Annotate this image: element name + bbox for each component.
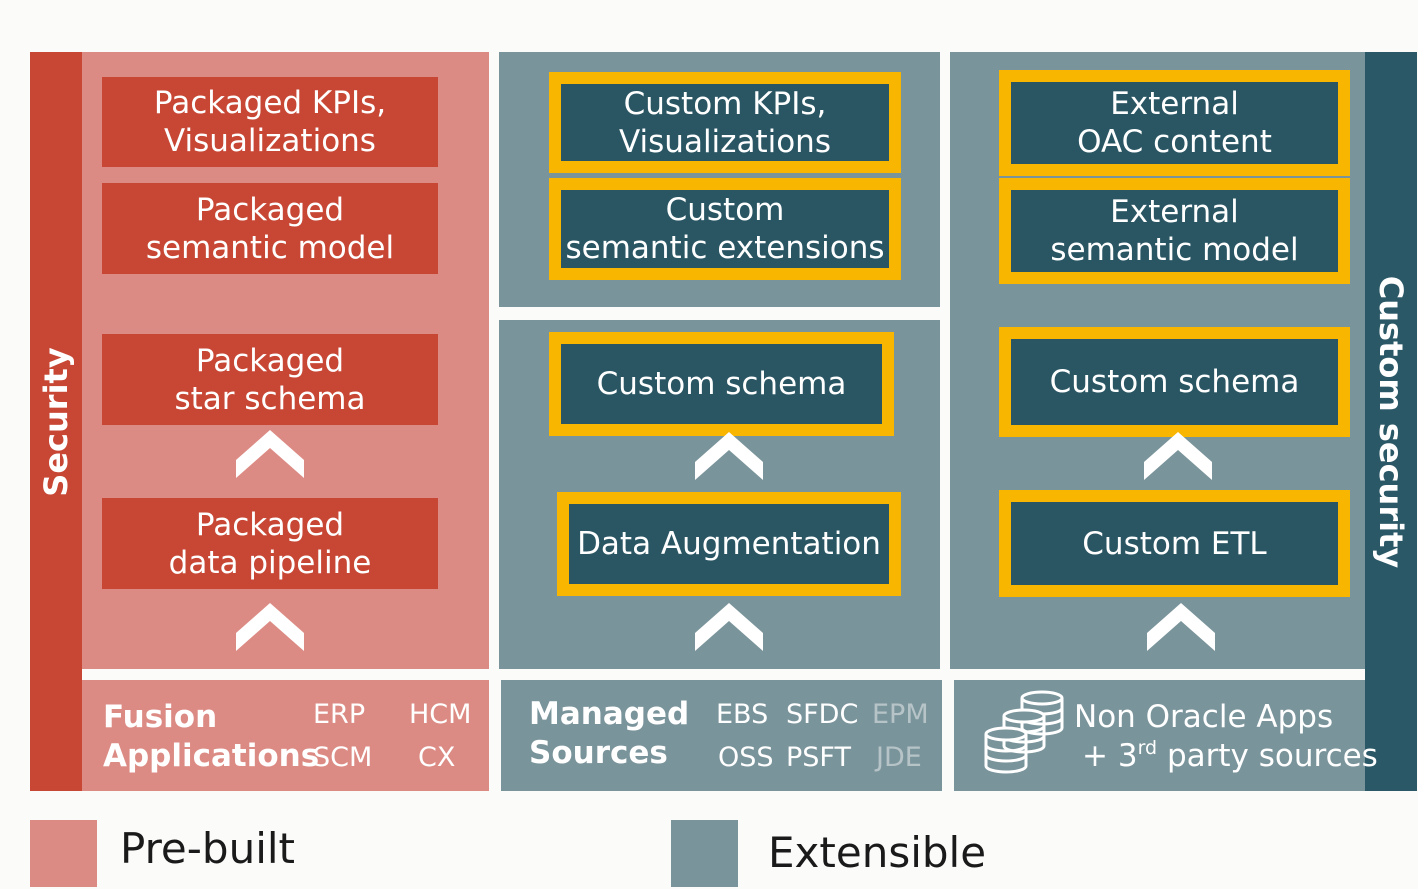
packaged-star-schema-box: Packaged star schema [102, 334, 438, 425]
chevron-up-icon [236, 603, 304, 651]
data-augmentation-box: Data Augmentation [557, 492, 901, 596]
custom-schema-box: Custom schema [549, 332, 894, 436]
non-oracle-apps-label: Non Oracle Apps [1074, 699, 1334, 735]
third-party-sources-label: + 3rd party sources [1082, 737, 1378, 776]
third-party-suffix: party sources [1157, 738, 1378, 774]
source-item-jde: JDE [876, 742, 922, 773]
chevron-up-icon [1147, 603, 1215, 651]
legend-prebuilt-label: Pre-built [120, 824, 296, 873]
source-item-psft: PSFT [786, 742, 851, 773]
legend-extensible-swatch [671, 820, 738, 887]
custom-etl-box: Custom ETL [999, 490, 1350, 597]
third-party-sup: rd [1137, 737, 1158, 759]
custom-security-bar: Custom security [1365, 52, 1417, 791]
external-oac-content-box: External OAC content [999, 70, 1350, 176]
chevron-up-icon [1144, 432, 1212, 480]
third-party-prefix: + 3 [1082, 738, 1138, 774]
custom-kpis-box: Custom KPIs, Visualizations [549, 72, 901, 173]
legend-extensible-label: Extensible [768, 828, 987, 877]
external-semantic-model-box: External semantic model [999, 178, 1350, 284]
source-item-scm: SCM [313, 742, 373, 773]
custom-security-label: Custom security [1372, 275, 1410, 568]
managed-sources-panel [501, 680, 942, 791]
source-item-cx: CX [418, 742, 456, 773]
source-item-ebs: EBS [716, 699, 769, 730]
source-item-epm: EPM [872, 699, 929, 730]
fusion-apps-source-panel [82, 680, 489, 791]
chevron-up-icon [236, 430, 304, 478]
source-item-erp: ERP [313, 699, 366, 730]
source-item-oss: OSS [718, 742, 774, 773]
managed-sources-title: Managed Sources [529, 696, 690, 771]
security-label: Security [37, 346, 75, 497]
source-item-sfdc: SFDC [786, 699, 859, 730]
chevron-up-icon [695, 432, 763, 480]
legend-prebuilt-swatch [30, 820, 97, 887]
fusion-apps-title: Fusion Applications [103, 699, 320, 774]
packaged-data-pipeline-box: Packaged data pipeline [102, 498, 438, 589]
security-bar: Security [30, 52, 82, 791]
chevron-up-icon [695, 603, 763, 651]
database-stack-icon [984, 690, 1064, 774]
packaged-kpis-box: Packaged KPIs, Visualizations [102, 77, 438, 167]
packaged-semantic-model-box: Packaged semantic model [102, 183, 438, 274]
custom-schema-box: Custom schema [999, 327, 1350, 437]
custom-semantic-extensions-box: Custom semantic extensions [549, 178, 901, 280]
source-item-hcm: HCM [409, 699, 472, 730]
